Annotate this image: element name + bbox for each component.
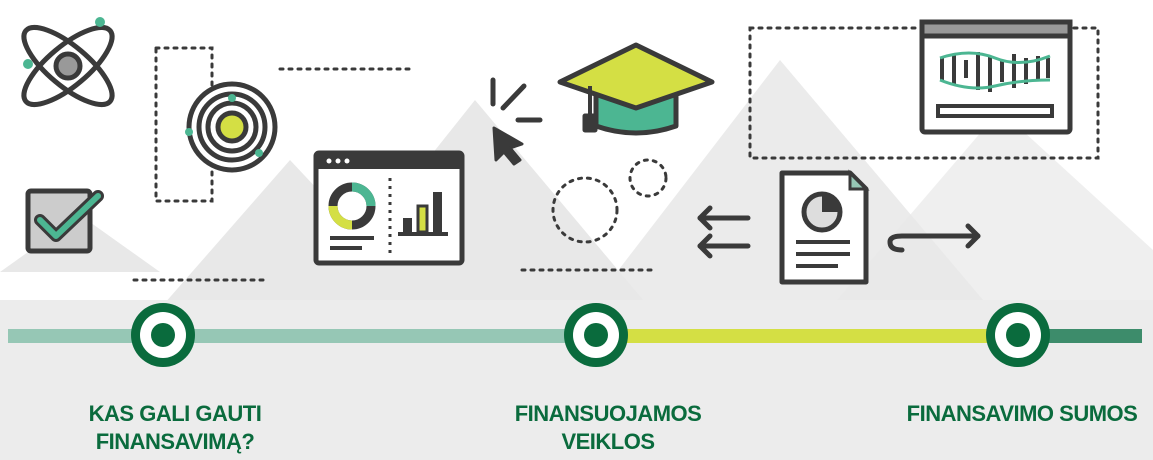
step-label-1: KAS GALI GAUTI FINANSAVIMĄ?	[15, 400, 335, 456]
timeline-node-1[interactable]	[131, 303, 195, 367]
checkbox-checked-icon	[25, 188, 104, 254]
target-orbit-icon	[185, 81, 278, 173]
timeline-node-3[interactable]	[986, 303, 1050, 367]
step-label-1-line-2: FINANSAVIMĄ?	[95, 429, 255, 454]
step-label-1-line-1: KAS GALI GAUTI	[88, 401, 262, 426]
step-label-3: FINANSAVIMO SUMOS	[862, 400, 1153, 428]
arrow-left-icon	[697, 205, 751, 259]
timeline-node-2[interactable]	[564, 303, 628, 367]
hook-arrow-right-icon	[887, 223, 981, 253]
cursor-click-icon	[490, 77, 543, 166]
atom-icon	[21, 17, 115, 108]
dna-chart-window-icon	[919, 19, 1073, 135]
graduation-cap-icon	[557, 42, 715, 136]
step-label-3-line-1: FINANSAVIMO SUMOS	[906, 401, 1138, 426]
step-label-2: FINANSUOJAMOS VEIKLOS	[448, 400, 768, 456]
dashboard-window-icon	[313, 150, 465, 266]
step-label-2-line-1: FINANSUOJAMOS	[514, 401, 702, 426]
step-label-2-line-2: VEIKLOS	[561, 429, 655, 454]
document-pie-chart-icon	[779, 169, 870, 285]
